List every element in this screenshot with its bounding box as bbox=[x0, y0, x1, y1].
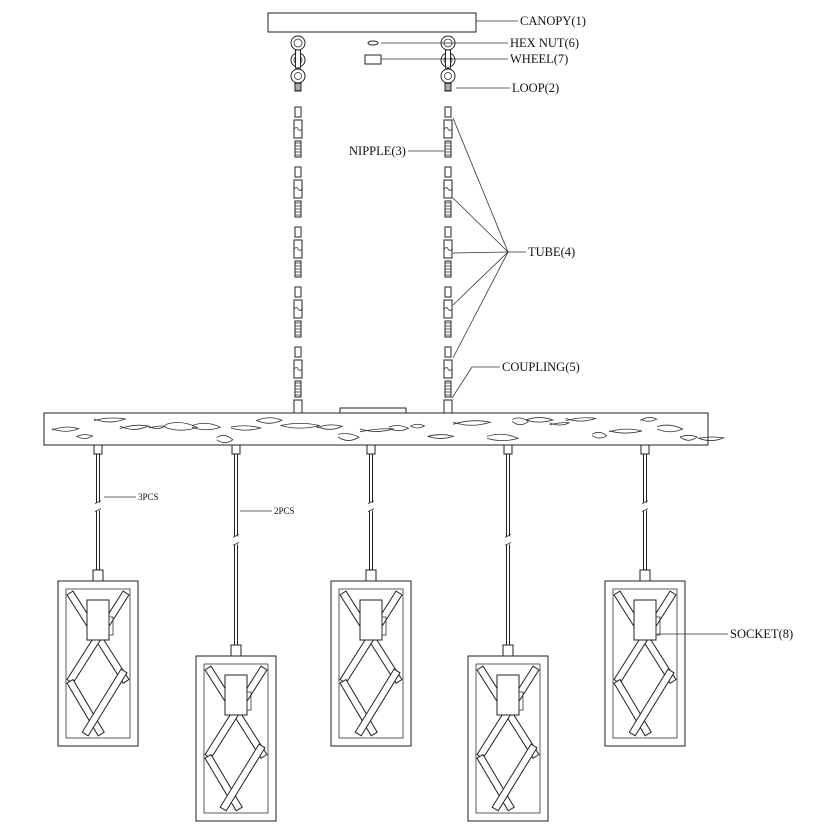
socket bbox=[359, 599, 383, 641]
label-qty-3pcs: 3PCS bbox=[138, 492, 159, 502]
label-qty-2pcs: 2PCS bbox=[274, 506, 295, 516]
socket bbox=[633, 599, 657, 641]
left-tube bbox=[293, 226, 303, 278]
pendant bbox=[467, 444, 549, 822]
right-tube bbox=[443, 106, 453, 158]
pendant bbox=[604, 444, 686, 747]
label-hex-nut: HEX NUT(6) bbox=[510, 36, 579, 50]
left-suspension bbox=[290, 35, 306, 398]
right-tube bbox=[443, 166, 453, 218]
hex-nut bbox=[367, 40, 379, 46]
canopy bbox=[267, 12, 477, 33]
socket bbox=[86, 599, 110, 641]
left-tube bbox=[293, 106, 303, 158]
socket bbox=[496, 674, 520, 716]
right-tube bbox=[443, 226, 453, 278]
leader-lines bbox=[104, 20, 728, 635]
left-tube bbox=[293, 166, 303, 218]
left-tube bbox=[293, 286, 303, 338]
label-tube: TUBE(4) bbox=[528, 245, 575, 259]
pendants bbox=[57, 444, 686, 822]
label-wheel: WHEEL(7) bbox=[510, 52, 568, 66]
label-socket: SOCKET(8) bbox=[730, 627, 793, 641]
right-tube bbox=[443, 346, 453, 398]
pendant bbox=[57, 444, 139, 747]
label-loop: LOOP(2) bbox=[512, 81, 559, 95]
coupling-left bbox=[293, 399, 303, 414]
coupling-right bbox=[443, 399, 453, 414]
label-canopy: CANOPY(1) bbox=[520, 14, 586, 28]
label-nipple: NIPPLE(3) bbox=[349, 144, 406, 158]
socket bbox=[224, 674, 248, 716]
right-suspension bbox=[440, 35, 456, 398]
left-loop bbox=[290, 49, 306, 92]
right-tube bbox=[443, 286, 453, 338]
pendant bbox=[330, 444, 412, 747]
wheel bbox=[364, 54, 382, 65]
label-coupling: COUPLING(5) bbox=[502, 360, 580, 374]
left-tube bbox=[293, 346, 303, 398]
pendant bbox=[195, 444, 277, 822]
center-plate bbox=[339, 407, 407, 414]
wooden-bar bbox=[43, 412, 726, 446]
